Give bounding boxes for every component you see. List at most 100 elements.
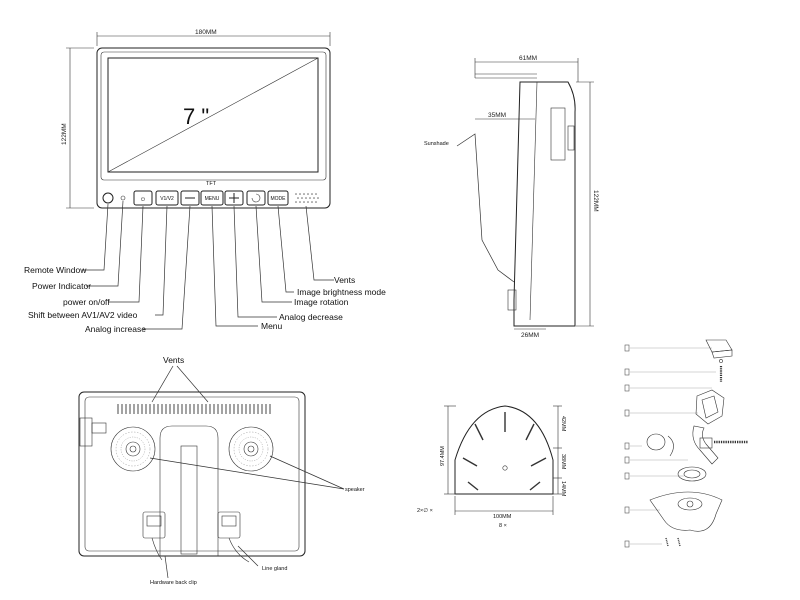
side-view: 61MM 35MM Sunshade 122MM 26MM bbox=[424, 55, 599, 339]
analog-decrease-button[interactable] bbox=[224, 190, 244, 206]
line-gland-label: Line gland bbox=[262, 566, 287, 572]
leader-line-gland bbox=[237, 545, 259, 567]
leader-power-indicator bbox=[86, 200, 124, 287]
bezel-inner-edge bbox=[100, 51, 327, 181]
side-height-dimension-label: 122MM bbox=[592, 190, 599, 212]
leader-speaker-right bbox=[269, 455, 345, 490]
monitor-front-body bbox=[96, 47, 331, 209]
mount-knob-base bbox=[711, 349, 733, 359]
hardware-back-clip-label: Hardware back clip bbox=[150, 580, 197, 586]
back-center-bracket bbox=[159, 425, 219, 556]
image-rotation-button[interactable] bbox=[246, 190, 266, 206]
back-vents-label: Vents bbox=[163, 355, 184, 365]
speaker-label: speaker bbox=[345, 487, 365, 493]
analog-increase-button[interactable] bbox=[180, 190, 200, 206]
exploded-mount-view bbox=[624, 339, 748, 548]
hardware-back-clip bbox=[142, 511, 166, 539]
callout-remote-window: Remote Window bbox=[24, 265, 87, 275]
side-top-dimension-label: 61MM bbox=[519, 55, 537, 62]
rotate-icon bbox=[251, 193, 261, 203]
mount-screw-left bbox=[665, 537, 669, 547]
bracket-slots bbox=[462, 412, 547, 491]
sunshade-dimension-label: 35MM bbox=[488, 112, 506, 119]
mount-base-plate bbox=[649, 491, 723, 532]
speaker-right bbox=[228, 426, 274, 472]
leader-sunshade bbox=[456, 133, 515, 283]
bracket-note-left: 2×∅ × bbox=[417, 508, 433, 514]
leader-remote-window bbox=[82, 203, 109, 271]
leader-analog-decrease bbox=[233, 205, 277, 318]
exploded-guide-lines bbox=[630, 347, 716, 545]
bracket-dim-42-label: 42MM bbox=[560, 416, 566, 432]
mount-screw-right bbox=[677, 537, 681, 547]
side-connector bbox=[567, 125, 575, 151]
front-view: 180MM 122MM 7 " TFT ⏻ V1/V2 MENU MODE bbox=[24, 29, 386, 334]
mode-button-label: MODE bbox=[271, 196, 287, 202]
back-clip-cable bbox=[151, 537, 163, 561]
back-body-inner bbox=[84, 396, 300, 552]
mount-ring-inner bbox=[683, 469, 701, 479]
screen-size-label: 7 " bbox=[183, 104, 209, 129]
bracket-center-hole bbox=[502, 465, 508, 471]
menu-button[interactable] bbox=[200, 190, 224, 206]
mount-arm-joint bbox=[699, 437, 713, 449]
leader-v1-v2 bbox=[155, 205, 168, 316]
callout-shift-av: Shift between AV1/AV2 video bbox=[28, 310, 138, 320]
mount-swivel-head bbox=[695, 389, 725, 425]
leader-analog-increase bbox=[143, 205, 191, 330]
width-dimension-label: 180MM bbox=[195, 29, 217, 36]
height-dimension-label: 122MM bbox=[61, 123, 68, 145]
v1-v2-button[interactable] bbox=[155, 190, 179, 206]
callout-power-on-off: power on/off bbox=[63, 297, 110, 307]
bracket-view: 97.4MM 42MM 38MM 14MM 100MM 8 × 2×∅ × bbox=[417, 405, 566, 529]
leader-speaker-left bbox=[149, 457, 345, 490]
back-side-knob-cap bbox=[91, 422, 107, 434]
back-body-outline bbox=[78, 391, 306, 557]
v1-v2-button-label: V1/V2 bbox=[160, 196, 174, 202]
mount-side-ring bbox=[667, 435, 674, 457]
bracket-dim-14-label: 14MM bbox=[560, 481, 566, 497]
tft-label: TFT bbox=[206, 181, 217, 187]
bracket-height-label: 97.4MM bbox=[440, 446, 446, 466]
mount-ring bbox=[677, 466, 707, 482]
bracket-plate bbox=[454, 405, 554, 495]
callout-power-indicator: Power Indicator bbox=[32, 281, 91, 291]
menu-button-label: MENU bbox=[205, 196, 220, 202]
leader-back-vents-left bbox=[151, 365, 174, 403]
mode-button[interactable] bbox=[267, 190, 289, 206]
bracket-dim-38-label: 38MM bbox=[560, 454, 566, 470]
leader-menu bbox=[211, 205, 258, 327]
mount-side-cap bbox=[646, 433, 666, 451]
mount-base-hub bbox=[677, 497, 703, 511]
callout-analog-decrease: Analog decrease bbox=[279, 312, 343, 322]
callout-image-brightness-mode: Image brightness mode bbox=[297, 287, 386, 297]
leader-back-clip bbox=[164, 555, 169, 579]
hardware-back-clip-inner bbox=[146, 515, 162, 527]
side-body-inner-edge bbox=[529, 81, 538, 321]
callout-analog-increase: Analog increase bbox=[85, 324, 146, 334]
mount-swivel-socket bbox=[701, 395, 719, 419]
remote-window bbox=[102, 192, 114, 204]
power-indicator bbox=[120, 195, 126, 201]
callout-image-rotation: Image rotation bbox=[294, 297, 349, 307]
front-vents bbox=[295, 193, 319, 203]
power-icon: ⏻ bbox=[141, 197, 145, 203]
back-view: Vents bbox=[78, 355, 365, 586]
callout-menu: Menu bbox=[261, 321, 283, 331]
side-bracket-mount bbox=[507, 289, 517, 311]
power-button[interactable] bbox=[133, 190, 153, 206]
mount-washer bbox=[719, 359, 723, 363]
back-center-rail bbox=[180, 445, 198, 555]
exploded-index-markers bbox=[624, 344, 630, 548]
sunshade-label: Sunshade bbox=[424, 141, 449, 147]
leader-power-button bbox=[108, 205, 144, 303]
line-gland-cable bbox=[228, 537, 250, 563]
line-gland-inner bbox=[221, 515, 237, 527]
back-vent-slots bbox=[117, 404, 271, 414]
side-panel-recess bbox=[550, 107, 566, 161]
callout-vents: Vents bbox=[334, 275, 355, 285]
leader-vents bbox=[305, 205, 334, 281]
back-side-knob bbox=[79, 417, 93, 447]
screen-area bbox=[107, 57, 319, 173]
